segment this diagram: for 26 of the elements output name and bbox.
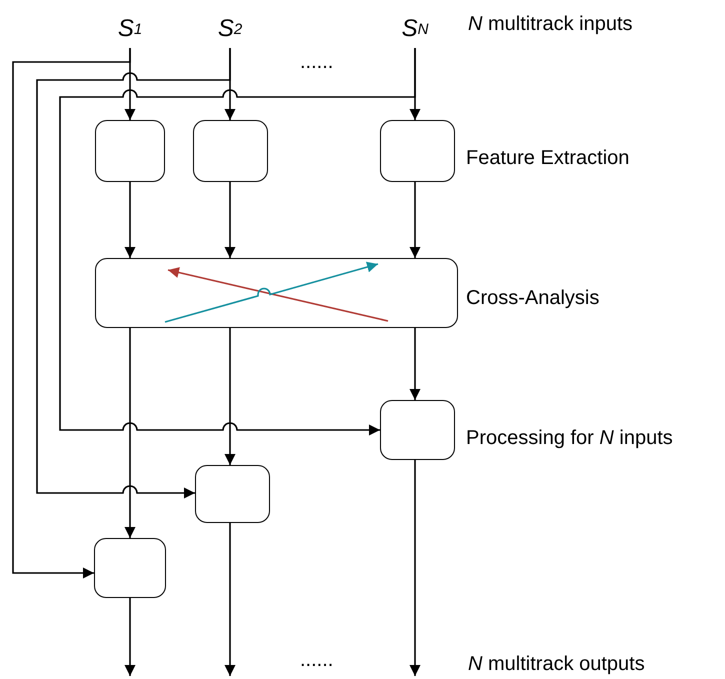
arrow — [12, 48, 131, 578]
process-box — [193, 120, 268, 182]
arrow — [124, 598, 136, 676]
arrow — [224, 182, 236, 258]
arrow — [224, 328, 236, 465]
process-box — [195, 465, 270, 523]
arrow — [59, 48, 416, 436]
arrow — [124, 328, 136, 538]
row-label: Processing for N inputs — [466, 426, 673, 450]
arrow — [410, 328, 420, 400]
arrow — [410, 460, 420, 676]
arrow — [124, 182, 136, 258]
process-box — [380, 120, 455, 182]
process-box — [95, 120, 165, 182]
process-box — [95, 258, 458, 328]
row-label: ...... — [300, 648, 334, 672]
process-box — [94, 538, 166, 598]
row-label: ...... — [300, 50, 334, 74]
row-label: Feature Extraction — [466, 146, 630, 170]
row-label: N multitrack inputs — [468, 12, 633, 36]
arrow — [224, 523, 236, 676]
row-label: Cross-Analysis — [466, 286, 600, 310]
process-box — [380, 400, 455, 460]
arrow — [36, 48, 231, 498]
row-label: N multitrack outputs — [468, 652, 645, 676]
arrow — [410, 182, 420, 258]
